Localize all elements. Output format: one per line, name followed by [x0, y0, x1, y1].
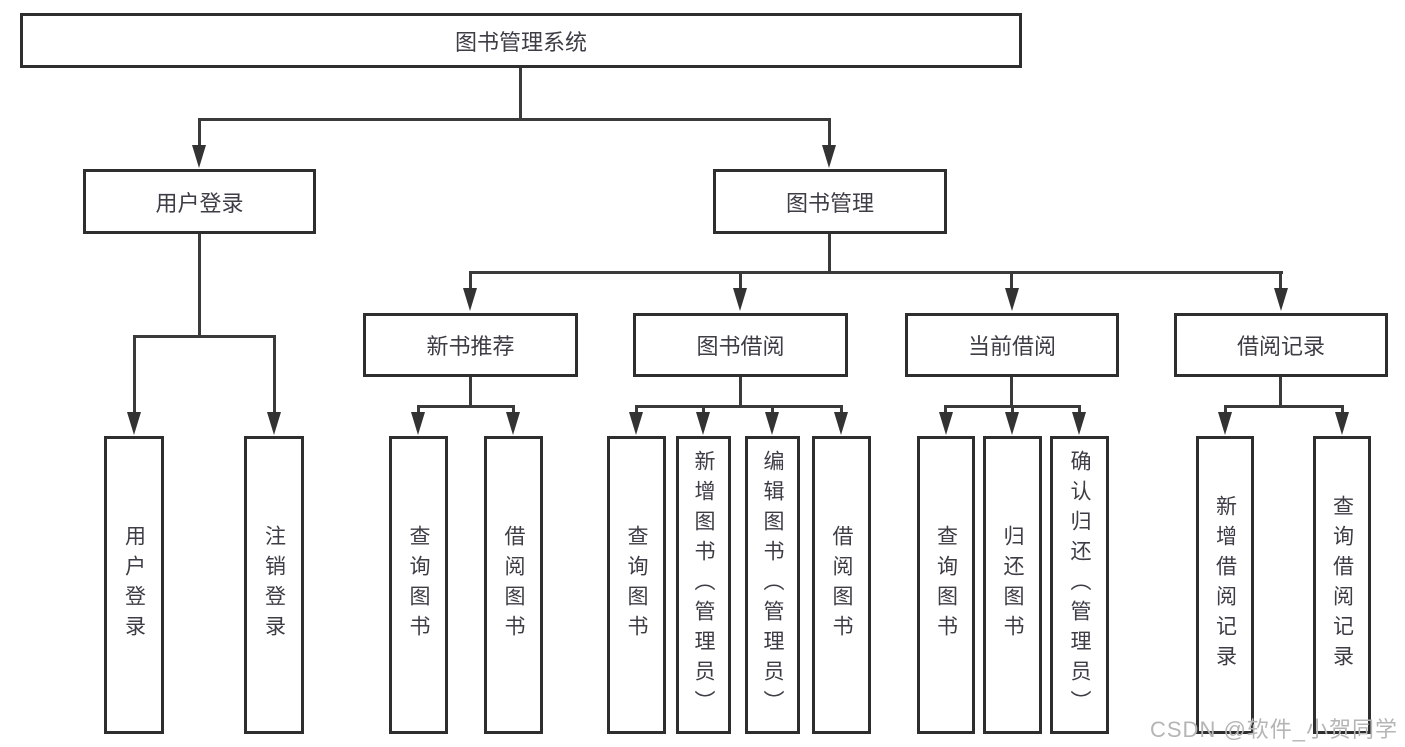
connector-line — [198, 234, 201, 337]
node-new-book-recommendation: 新书推荐 — [363, 313, 578, 377]
arrowhead-down-icon — [127, 412, 141, 435]
node-leaf-borrow-books: 借阅图书 — [812, 436, 871, 734]
connector-line — [739, 271, 742, 291]
node-label: 借阅图书 — [502, 525, 525, 645]
arrowhead-down-icon — [1005, 412, 1019, 435]
node-leaf-query-books-current: 查询图书 — [917, 436, 975, 734]
node-library-management-system: 图书管理系统 — [20, 13, 1022, 68]
connector-line — [1010, 377, 1013, 407]
connector-line — [469, 271, 1283, 274]
arrowhead-down-icon — [1274, 288, 1288, 311]
connector-line — [1010, 271, 1013, 291]
connector-line — [198, 118, 831, 121]
connector-line — [771, 405, 774, 415]
connector-line — [944, 405, 947, 415]
arrowhead-down-icon — [629, 412, 643, 435]
node-leaf-confirm-return-admin: 确认归还（管理员） — [1050, 436, 1109, 734]
node-leaf-query-borrow-record: 查询借阅记录 — [1313, 436, 1371, 734]
node-leaf-query-books-borrowing: 查询图书 — [607, 436, 666, 734]
arrowhead-down-icon — [1072, 412, 1086, 435]
connector-line — [198, 118, 201, 146]
arrowhead-down-icon — [696, 412, 710, 435]
node-book-borrowing: 图书借阅 — [633, 313, 848, 377]
node-borrowing-records: 借阅记录 — [1174, 313, 1388, 377]
connector-line — [133, 335, 275, 338]
connector-line — [273, 335, 276, 413]
node-leaf-add-borrow-record: 新增借阅记录 — [1196, 436, 1254, 734]
arrowhead-down-icon — [192, 145, 206, 168]
node-label: 归还图书 — [1001, 525, 1024, 645]
connector-line — [469, 271, 472, 291]
node-label: 查询图书 — [934, 525, 958, 645]
node-label: 图书管理 — [785, 190, 874, 216]
node-label: 图书管理系统 — [454, 29, 587, 55]
node-label: 确认归还（管理员） — [1068, 450, 1091, 720]
arrowhead-down-icon — [1218, 412, 1232, 435]
connector-line — [417, 405, 420, 415]
node-leaf-user-login: 用户登录 — [104, 436, 164, 734]
connector-line — [133, 335, 136, 413]
node-leaf-borrow-books-recommend: 借阅图书 — [484, 436, 543, 734]
node-label: 用户登录 — [122, 525, 146, 645]
node-book-management: 图书管理 — [713, 169, 947, 234]
node-label: 用户登录 — [155, 190, 244, 216]
watermark-text: CSDN @软件_小贺同学 — [1150, 717, 1399, 742]
node-label: 查询图书 — [407, 525, 430, 645]
node-label: 查询借阅记录 — [1330, 495, 1354, 675]
connector-line — [1279, 271, 1282, 291]
connector-line — [635, 405, 843, 408]
arrowhead-down-icon — [733, 288, 747, 311]
arrowhead-down-icon — [1005, 288, 1019, 311]
connector-line — [469, 377, 472, 407]
arrowhead-down-icon — [411, 412, 425, 435]
connector-line — [840, 405, 843, 415]
connector-line — [1011, 405, 1014, 415]
connector-line — [702, 405, 705, 415]
arrowhead-down-icon — [267, 412, 281, 435]
node-user-login: 用户登录 — [83, 169, 316, 234]
connector-line — [828, 234, 831, 274]
connector-line — [635, 405, 638, 415]
arrowhead-down-icon — [939, 412, 953, 435]
node-label: 图书借阅 — [696, 334, 785, 359]
node-label: 借阅记录 — [1236, 334, 1325, 359]
node-label: 新书推荐 — [426, 334, 515, 359]
node-leaf-logout: 注销登录 — [244, 436, 304, 734]
arrowhead-down-icon — [834, 412, 848, 435]
arrowhead-down-icon — [463, 288, 477, 311]
connector-line — [828, 118, 831, 146]
node-label: 注销登录 — [262, 525, 286, 645]
connector-line — [739, 377, 742, 407]
connector-line — [1341, 405, 1344, 415]
connector-line — [1279, 377, 1282, 407]
node-leaf-query-books-recommend: 查询图书 — [389, 436, 448, 734]
node-leaf-edit-books-admin: 编辑图书（管理员） — [745, 436, 800, 734]
connector-line — [512, 405, 515, 415]
connector-line — [1224, 405, 1344, 408]
connector-line — [417, 405, 515, 408]
connector-line — [519, 66, 522, 120]
node-label: 当前借阅 — [967, 334, 1056, 359]
node-label: 新增图书（管理员） — [692, 450, 715, 720]
arrowhead-down-icon — [822, 145, 836, 168]
node-leaf-add-books-admin: 新增图书（管理员） — [676, 436, 731, 734]
arrowhead-down-icon — [506, 412, 520, 435]
arrowhead-down-icon — [1335, 412, 1349, 435]
connector-line — [1078, 405, 1081, 415]
node-label: 借阅图书 — [830, 525, 853, 645]
connector-line — [1224, 405, 1227, 415]
node-label: 编辑图书（管理员） — [761, 450, 784, 720]
node-label: 新增借阅记录 — [1213, 495, 1237, 675]
node-current-borrowing: 当前借阅 — [905, 313, 1119, 377]
arrowhead-down-icon — [765, 412, 779, 435]
node-leaf-return-books: 归还图书 — [983, 436, 1042, 734]
node-label: 查询图书 — [625, 525, 648, 645]
